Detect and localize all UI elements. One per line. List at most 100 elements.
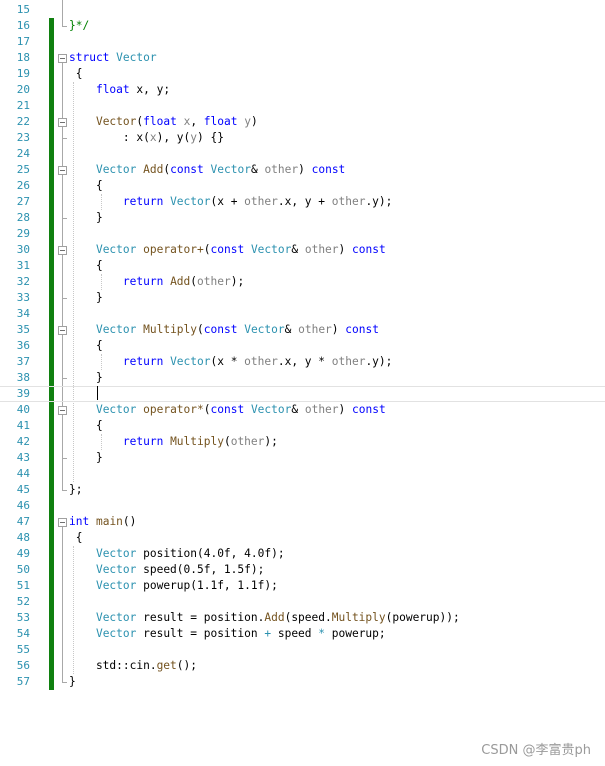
code-line-45[interactable]: 45}; (0, 482, 605, 498)
code-token: float (143, 115, 177, 128)
code-line-23[interactable]: 23 : x(x), y(y) {} (0, 130, 605, 146)
code-line-42[interactable]: 42 return Multiply(other); (0, 434, 605, 450)
code-text[interactable]: return Vector(x * other.x, y * other.y); (69, 354, 393, 370)
code-text[interactable]: : x(x), y(y) {} (69, 130, 224, 146)
code-text[interactable]: { (69, 530, 83, 546)
code-text[interactable]: } (69, 370, 103, 386)
code-text[interactable]: } (69, 674, 76, 690)
collapse-toggle-icon[interactable] (58, 166, 67, 175)
code-text[interactable]: Vector operator+(const Vector& other) co… (69, 242, 386, 258)
code-text[interactable]: return Vector(x + other.x, y + other.y); (69, 194, 393, 210)
code-line-33[interactable]: 33 } (0, 290, 605, 306)
code-text[interactable]: }; (69, 482, 82, 498)
code-line-56[interactable]: 56 std::cin.get(); (0, 658, 605, 674)
code-text[interactable]: { (69, 178, 103, 194)
code-line-27[interactable]: 27 return Vector(x + other.x, y + other.… (0, 194, 605, 210)
code-line-54[interactable]: 54 Vector result = position + speed * po… (0, 626, 605, 642)
code-token: ( (203, 243, 211, 256)
outline-bracket (62, 0, 63, 26)
collapse-toggle-icon[interactable] (58, 326, 67, 335)
code-line-48[interactable]: 48 { (0, 530, 605, 546)
code-token (69, 403, 96, 416)
collapse-toggle-icon[interactable] (58, 406, 67, 415)
code-line-50[interactable]: 50 Vector speed(0.5f, 1.5f); (0, 562, 605, 578)
code-text[interactable]: { (69, 338, 103, 354)
code-text[interactable]: { (69, 258, 103, 274)
line-number: 51 (16, 579, 30, 592)
code-line-46[interactable]: 46 (0, 498, 605, 514)
code-line-35[interactable]: 35 Vector Multiply(const Vector& other) … (0, 322, 605, 338)
code-line-40[interactable]: 40 Vector operator*(const Vector& other)… (0, 402, 605, 418)
code-line-28[interactable]: 28 } (0, 210, 605, 226)
code-token: .x, y + (277, 195, 332, 208)
code-line-19[interactable]: 19 { (0, 66, 605, 82)
line-number: 41 (16, 419, 30, 432)
code-text[interactable]: } (69, 290, 103, 306)
code-text[interactable]: struct Vector (69, 50, 157, 66)
code-text[interactable]: Vector operator*(const Vector& other) co… (69, 402, 386, 418)
code-line-57[interactable]: 57} (0, 674, 605, 690)
code-text[interactable]: std::cin.get(); (69, 658, 197, 674)
code-line-51[interactable]: 51 Vector powerup(1.1f, 1.1f); (0, 578, 605, 594)
line-number: 20 (16, 83, 30, 96)
code-text[interactable]: }*/ (69, 18, 89, 34)
code-line-55[interactable]: 55 (0, 642, 605, 658)
code-text[interactable]: { (69, 418, 103, 434)
code-line-29[interactable]: 29 (0, 226, 605, 242)
code-line-30[interactable]: 30 Vector operator+(const Vector& other)… (0, 242, 605, 258)
code-text[interactable]: Vector Add(const Vector& other) const (69, 162, 345, 178)
code-line-25[interactable]: 25 Vector Add(const Vector& other) const (0, 162, 605, 178)
code-line-26[interactable]: 26 { (0, 178, 605, 194)
code-token: Vector (244, 323, 285, 336)
line-number: 27 (16, 195, 30, 208)
code-line-41[interactable]: 41 { (0, 418, 605, 434)
code-line-49[interactable]: 49 Vector position(4.0f, 4.0f); (0, 546, 605, 562)
code-line-39[interactable]: 39 (0, 386, 605, 402)
code-text[interactable]: int main() (69, 514, 136, 530)
code-line-21[interactable]: 21 (0, 98, 605, 114)
code-token: Vector (95, 403, 137, 416)
code-text[interactable]: Vector result = position.Add(speed.Multi… (69, 610, 460, 626)
code-line-44[interactable]: 44 (0, 466, 605, 482)
collapse-toggle-icon[interactable] (58, 246, 67, 255)
code-line-53[interactable]: 53 Vector result = position.Add(speed.Mu… (0, 610, 605, 626)
code-line-52[interactable]: 52 (0, 594, 605, 610)
code-line-15[interactable]: 15 (0, 2, 605, 18)
code-line-43[interactable]: 43 } (0, 450, 605, 466)
code-text[interactable]: Vector Multiply(const Vector& other) con… (69, 322, 379, 338)
code-text[interactable]: } (69, 450, 103, 466)
code-line-38[interactable]: 38 } (0, 370, 605, 386)
code-line-32[interactable]: 32 return Add(other); (0, 274, 605, 290)
code-text[interactable]: return Add(other); (69, 274, 244, 290)
code-text[interactable]: { (69, 66, 83, 82)
collapse-toggle-icon[interactable] (58, 518, 67, 527)
code-text[interactable]: Vector result = position + speed * power… (69, 626, 386, 642)
code-text[interactable]: Vector powerup(1.1f, 1.1f); (69, 578, 278, 594)
code-text[interactable]: float x, y; (69, 82, 170, 98)
code-line-36[interactable]: 36 { (0, 338, 605, 354)
code-line-24[interactable]: 24 (0, 146, 605, 162)
code-token: (x + (210, 195, 245, 208)
code-line-34[interactable]: 34 (0, 306, 605, 322)
code-token: x (149, 131, 157, 144)
line-number: 54 (16, 627, 30, 640)
outline-bracket (62, 415, 63, 458)
code-line-31[interactable]: 31 { (0, 258, 605, 274)
code-line-37[interactable]: 37 return Vector(x * other.x, y * other.… (0, 354, 605, 370)
code-text[interactable]: return Multiply(other); (69, 434, 278, 450)
code-text[interactable]: Vector(float x, float y) (69, 114, 258, 130)
code-line-22[interactable]: 22 Vector(float x, float y) (0, 114, 605, 130)
code-text[interactable]: Vector position(4.0f, 4.0f); (69, 546, 285, 562)
code-line-17[interactable]: 17 (0, 34, 605, 50)
code-text[interactable]: } (69, 210, 103, 226)
code-line-20[interactable]: 20 float x, y; (0, 82, 605, 98)
collapse-toggle-icon[interactable] (58, 118, 67, 127)
line-number: 25 (16, 163, 30, 176)
code-token: ) (338, 403, 353, 416)
code-text[interactable]: Vector speed(0.5f, 1.5f); (69, 562, 264, 578)
collapse-toggle-icon[interactable] (58, 54, 67, 63)
code-line-16[interactable]: 16}*/ (0, 18, 605, 34)
